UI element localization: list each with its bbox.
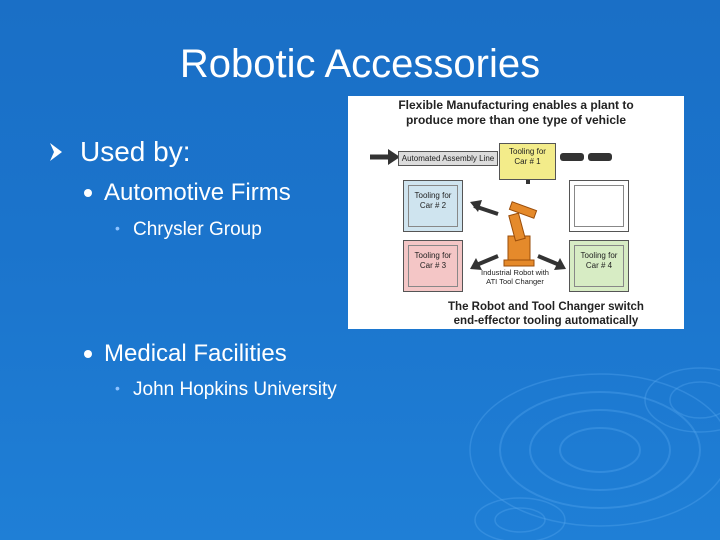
sub-bullet-icon: • bbox=[115, 220, 120, 236]
sub-item-hopkins: John Hopkins University bbox=[133, 379, 337, 400]
tooling-car-4: Tooling for Car # 4 bbox=[569, 240, 629, 292]
assembly-line-label: Automated Assembly Line bbox=[398, 151, 498, 166]
bullet-dot-icon bbox=[84, 189, 92, 197]
tooling-car-1: Tooling for Car # 1 bbox=[499, 143, 556, 180]
empty-tooling-slot bbox=[569, 180, 629, 232]
diagram-footer: The Robot and Tool Changer switch end-ef… bbox=[448, 301, 644, 327]
list-item-medical: Medical Facilities bbox=[104, 340, 287, 367]
list-item-automotive: Automotive Firms bbox=[104, 179, 291, 206]
arrow-bullet-icon bbox=[50, 143, 62, 161]
diagram-title: Flexible Manufacturing enables a plant t… bbox=[398, 98, 634, 127]
bullet-dot-icon bbox=[84, 350, 92, 358]
diagram-arrows bbox=[370, 149, 612, 270]
tooling-car-3: Tooling for Car # 3 bbox=[403, 240, 463, 292]
used-by-heading: Used by: bbox=[80, 136, 191, 167]
tooling-car-2: Tooling for Car # 2 bbox=[403, 180, 463, 232]
slide-title: Robotic Accessories bbox=[179, 42, 541, 86]
sub-bullet-icon: • bbox=[115, 380, 120, 396]
flexible-manufacturing-diagram: Flexible Manufacturing enables a plant t… bbox=[348, 96, 684, 329]
robot-label: Industrial Robot with ATI Tool Changer bbox=[481, 268, 549, 286]
sub-item-chrysler: Chrysler Group bbox=[133, 219, 262, 240]
